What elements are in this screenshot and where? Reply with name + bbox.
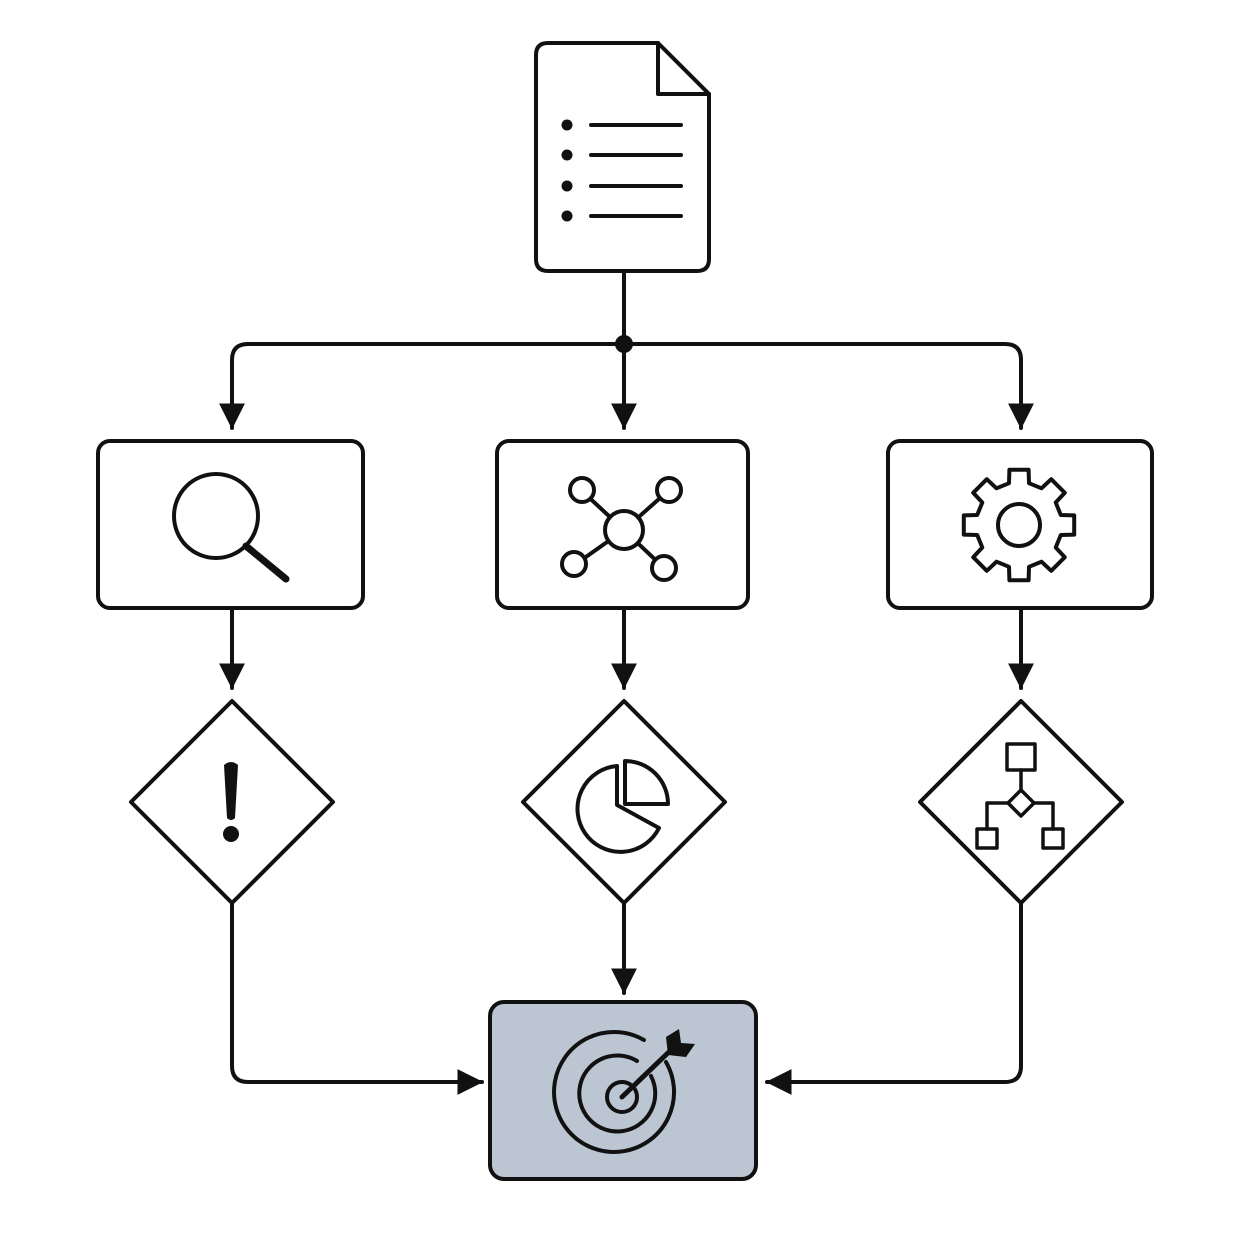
edge-document-to-settings — [622, 342, 1034, 430]
decision-diamond — [918, 699, 1124, 905]
flowchart-icon — [975, 742, 1065, 850]
node-goal-target[interactable] — [488, 1000, 758, 1181]
node-process-network[interactable] — [495, 439, 750, 610]
document-fold — [656, 41, 711, 96]
exclamation-icon — [223, 762, 239, 842]
node-decision-analysis[interactable] — [521, 699, 727, 905]
edge-document-to-search — [219, 342, 626, 430]
pie-chart-icon — [575, 759, 670, 854]
edge-alert-to-goal — [230, 903, 484, 1095]
node-process-settings[interactable] — [886, 439, 1154, 610]
connectors — [219, 270, 1034, 1095]
process-box — [886, 439, 1154, 610]
node-process-search[interactable] — [96, 439, 365, 610]
target-icon — [552, 1029, 695, 1154]
document-list-icon — [561, 119, 683, 222]
magnifier-icon — [172, 472, 290, 583]
network-icon — [560, 476, 683, 582]
process-box — [96, 439, 365, 610]
node-decision-alert[interactable] — [129, 699, 335, 905]
gear-icon — [961, 467, 1077, 583]
edge-workflow-to-goal — [765, 903, 1023, 1095]
node-source-document[interactable] — [534, 41, 711, 273]
node-decision-workflow[interactable] — [918, 699, 1124, 905]
